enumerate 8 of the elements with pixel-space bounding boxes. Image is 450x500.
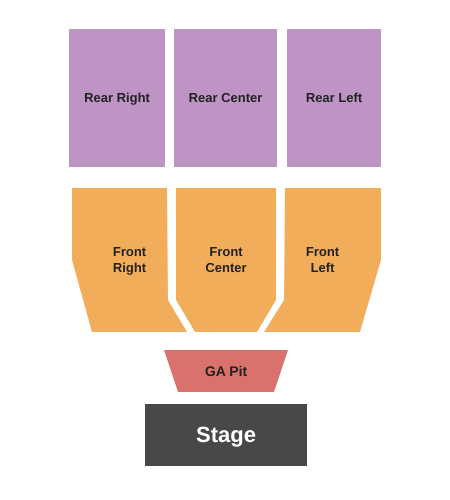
section-label: Stage — [196, 422, 256, 448]
section-label: Front Center — [204, 244, 248, 276]
section-label: Front Right — [112, 244, 148, 276]
section-label: Rear Right — [84, 90, 150, 106]
section-label: GA Pit — [204, 362, 248, 380]
section-label: Rear Center — [188, 90, 262, 106]
section-label: Rear Left — [306, 90, 362, 106]
section-label: Front Left — [304, 244, 340, 276]
